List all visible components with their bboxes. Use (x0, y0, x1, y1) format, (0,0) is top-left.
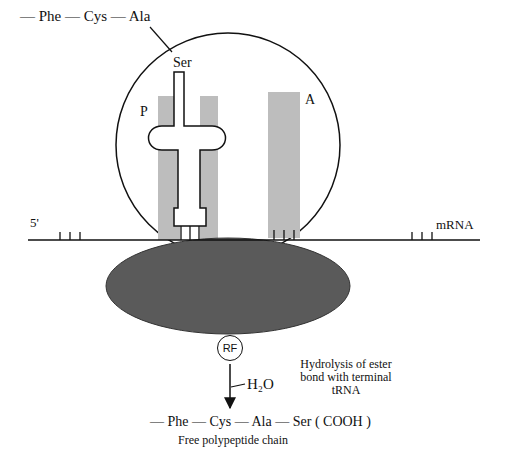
reactant-label: H₂O (247, 376, 274, 393)
site-label: A (305, 92, 315, 107)
large-subunit (116, 33, 340, 257)
reaction-arrow (229, 364, 231, 408)
amino-acid-label: Ser (173, 55, 192, 70)
a-site (268, 92, 300, 238)
peptide-chain: — Phe — Cys — Ala (20, 8, 150, 25)
release-factor-circle: RF (217, 335, 243, 361)
water-input-line (231, 384, 245, 387)
peptide-chain: — Phe — Cys — Ala — Ser ( COOH ) (150, 414, 371, 429)
trna (149, 72, 226, 226)
node-text: RF (223, 343, 238, 354)
product-label: Free polypeptide chain (178, 434, 288, 447)
codon-ticks (60, 226, 432, 240)
small-subunit (106, 238, 350, 334)
reaction-note: Hydrolysis of ester bond with terminal t… (300, 358, 392, 398)
strand-end-label: 5' (30, 216, 39, 230)
site-label: P (140, 104, 148, 119)
strand-label: mRNA (436, 218, 474, 232)
peptide-bond-line (150, 27, 172, 52)
